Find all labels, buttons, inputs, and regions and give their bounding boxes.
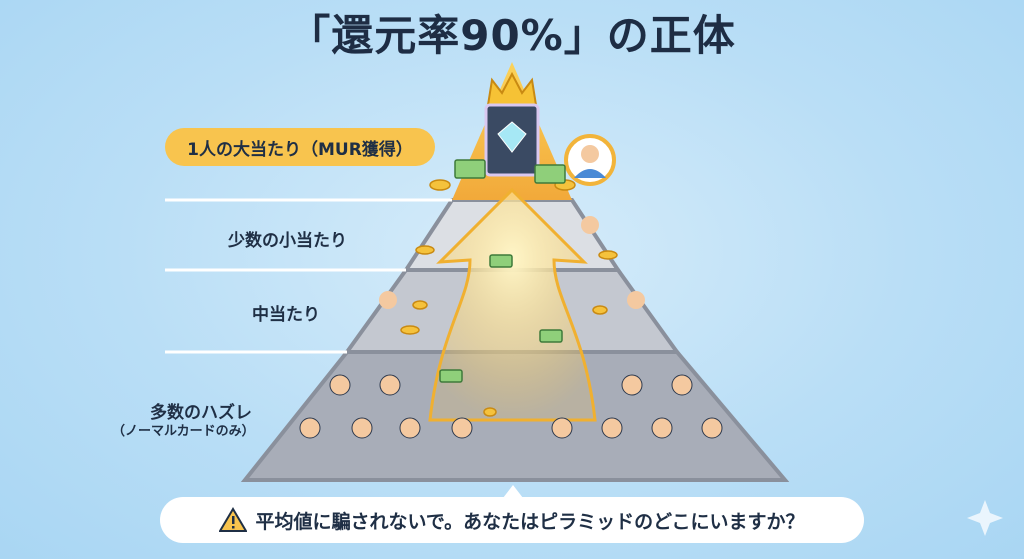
cash-bundles (439, 159, 566, 383)
warning-callout: 平均値に騙されないで。あなたはピラミッドのどこにいますか？ (160, 485, 864, 543)
tier-label-bottom: 多数のハズレ (150, 403, 252, 423)
sparkle-icon (967, 500, 1003, 536)
tier-label-middle: 中当たり (252, 305, 320, 325)
coin-stacks (400, 179, 618, 417)
tier-label-bottom-sub: （ノーマルカードのみ） (112, 424, 255, 439)
callout-text: 平均値に騙されないで。あなたはピラミッドのどこにいますか？ (255, 510, 805, 533)
upward-arrow (428, 187, 597, 422)
warning-icon (219, 507, 248, 532)
crown-icon (486, 71, 538, 106)
small-winner-people (379, 216, 645, 309)
tier-label-small: 少数の小当たり (228, 231, 347, 251)
diamond-icon (497, 121, 527, 153)
losing-people (299, 374, 723, 439)
page-title: 「還元率90%」の正体 (288, 11, 736, 60)
tier-label-top: 1人の大当たり（MUR獲得） (165, 128, 435, 166)
